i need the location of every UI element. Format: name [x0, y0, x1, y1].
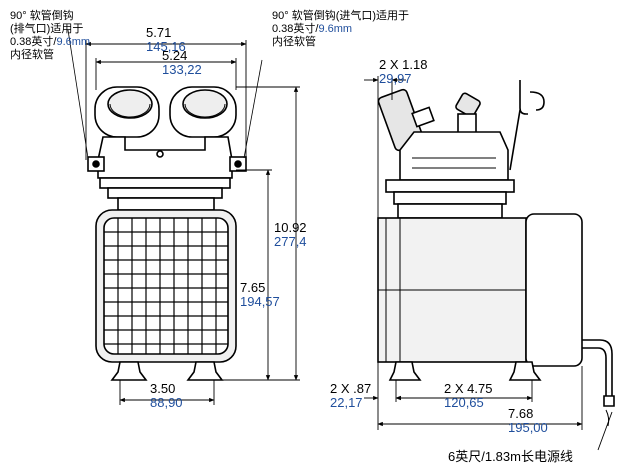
front-dimensions: [85, 40, 300, 405]
dim-barb-height-in: 7.65: [240, 280, 266, 295]
power-cord-text: 6英尺/1.83m长电源线: [448, 449, 573, 464]
dim-foot-inset-in: 2 X .87: [330, 381, 372, 396]
side-left-foot: [388, 361, 422, 381]
dim-overall-width-mm: 145,16: [146, 39, 186, 54]
hook: [509, 80, 545, 171]
dim-foot-spacing-mm: 88,90: [150, 395, 183, 410]
front-view: [87, 86, 247, 381]
intake-label-line-3: 内径软管: [272, 36, 316, 48]
dim-foot-span-mm: 120,65: [444, 395, 484, 410]
dim-muffler-width: 5.24 133,22: [162, 49, 202, 77]
intake-label-size: 0.38英寸/: [272, 23, 319, 35]
intake-hose-barb: [229, 156, 247, 172]
dim-overall-depth-mm: 195,00: [508, 420, 548, 435]
motor-housing: [377, 213, 583, 367]
dim-foot-spacing: 3.50 88,90: [150, 382, 183, 410]
exhaust-hose-barb: [87, 156, 105, 172]
dim-foot-span-in: 2 X 4.75: [444, 381, 493, 396]
dim-overall-depth-in: 7.68: [508, 406, 534, 421]
dim-gauge-offset-in: 2 X 1.18: [379, 57, 428, 72]
side-view: [377, 80, 615, 427]
dim-muffler-width-in: 5.24: [162, 48, 188, 63]
dim-barb-height-mm: 194,57: [240, 294, 280, 309]
dim-muffler-width-mm: 133,22: [162, 62, 202, 77]
exhaust-label-line-3: 0.38英寸/9.6mm: [10, 36, 90, 49]
right-foot: [186, 361, 224, 381]
dim-overall-depth: 7.68 195,00: [508, 407, 548, 435]
dim-barb-height: 7.65 194,57: [240, 281, 280, 309]
exhaust-label-size: 0.38英寸/: [10, 36, 57, 48]
dim-overall-width-in: 5.71: [146, 25, 172, 40]
side-dimensions: [364, 76, 613, 451]
exhaust-label-line-2: (排气口)适用于: [10, 23, 84, 35]
dim-overall-height-in: 10.92: [274, 220, 307, 235]
fan-guard: [95, 209, 237, 363]
dim-foot-inset-mm: 22,17: [330, 395, 363, 410]
intake-label-line-1: 90° 软管倒钩(进气口)适用于: [272, 10, 410, 22]
exhaust-label-line-1: 90° 软管倒钩: [10, 10, 74, 22]
exhaust-label-mm: 9.6mm: [56, 36, 91, 48]
dim-overall-width: 5.71 145,16: [146, 26, 186, 54]
intake-fitting-label: 90° 软管倒钩(进气口)适用于 0.38英寸/9.6mm 内径软管: [272, 10, 409, 49]
exhaust-fitting-label: 90° 软管倒钩 (排气口)适用于 0.38英寸/9.6mm 内径软管: [10, 10, 90, 62]
dim-foot-span: 2 X 4.75 120,65: [444, 382, 492, 410]
dim-overall-height: 10.92 277,4: [274, 221, 307, 249]
dim-gauge-offset: 2 X 1.18 29,97: [379, 58, 427, 86]
dim-foot-spacing-in: 3.50: [150, 381, 176, 396]
exhaust-muffler: [94, 86, 160, 138]
left-foot: [110, 361, 148, 381]
power-cord-label: 6英尺/1.83m长电源线: [448, 450, 573, 464]
callout-leaders: [67, 29, 263, 159]
side-right-foot: [508, 361, 542, 381]
power-cord: [582, 339, 615, 427]
intake-label-line-2: 0.38英寸/9.6mm: [272, 23, 409, 36]
intake-muffler: [169, 86, 237, 138]
dim-foot-inset: 2 X .87 22,17: [330, 382, 371, 410]
bleed-valve: [455, 92, 481, 137]
intake-label-mm: 9.6mm: [318, 23, 353, 35]
exhaust-label-line-4: 内径软管: [10, 49, 54, 61]
dim-gauge-offset-mm: 29,97: [379, 71, 412, 86]
dim-overall-height-mm: 277,4: [274, 234, 307, 249]
